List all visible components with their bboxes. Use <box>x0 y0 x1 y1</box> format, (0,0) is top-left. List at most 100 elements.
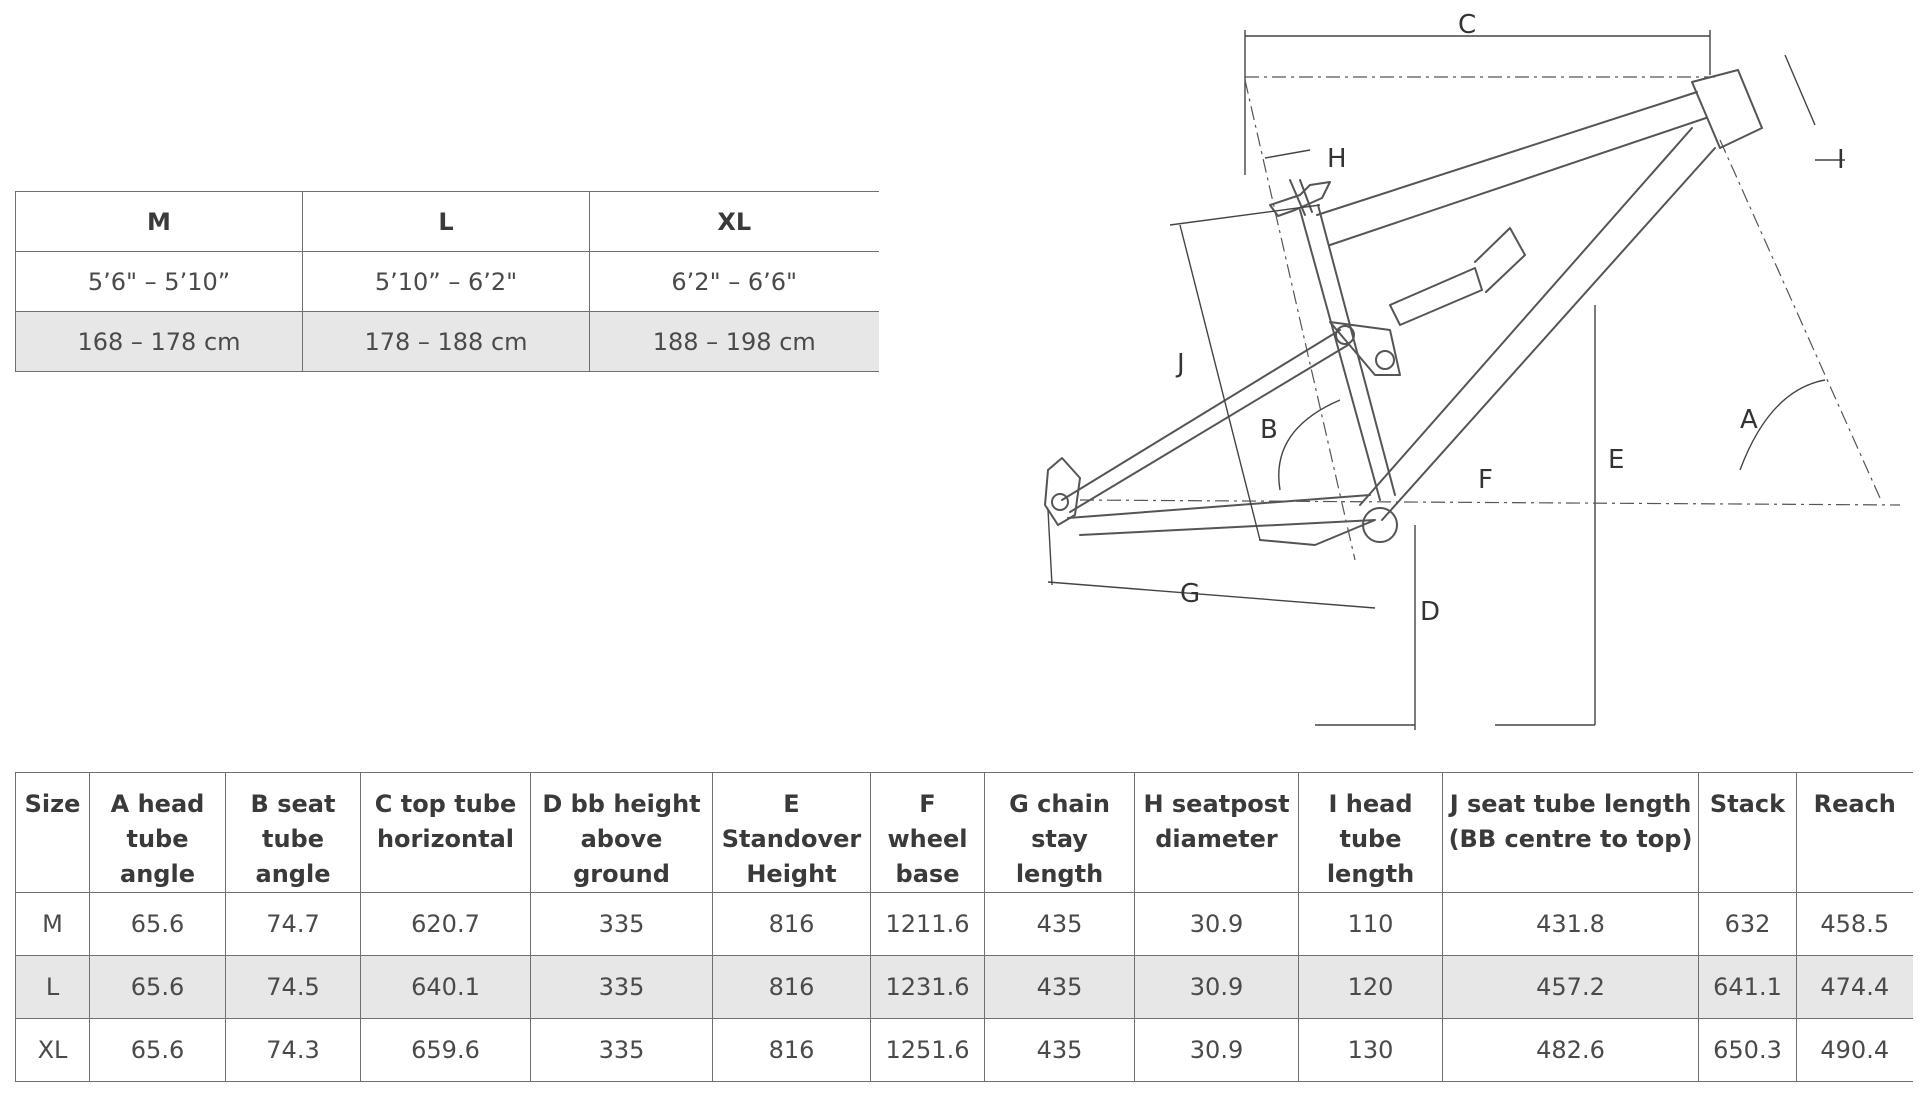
label-j: J <box>1175 349 1185 379</box>
header-line: F <box>919 790 936 818</box>
table-cell: 335 <box>530 1018 713 1082</box>
label-f: F <box>1478 465 1493 495</box>
table-cell: 74.5 <box>225 955 361 1019</box>
rocker-link <box>1329 321 1401 376</box>
table-cell: 458.5 <box>1796 892 1913 956</box>
size-header-xl: XL <box>589 191 879 252</box>
header-line: tube <box>1339 825 1402 853</box>
table-cell: 30.9 <box>1134 955 1299 1019</box>
header-line: Stack <box>1709 790 1786 818</box>
table-cell: 435 <box>984 955 1135 1019</box>
chain-stay <box>1067 494 1376 546</box>
size-cell: 178 – 188 cm <box>302 311 590 372</box>
frame-geometry-diagram: A B C D E F G H I J <box>1044 10 1901 730</box>
header-line: base <box>895 860 960 888</box>
table-cell: M <box>15 892 90 956</box>
table-cell: 335 <box>530 892 713 956</box>
size-header-row: M L XL <box>15 191 879 252</box>
bottom-bracket <box>1362 507 1398 543</box>
label-h: H <box>1327 144 1347 174</box>
header-line: H seatpost <box>1143 790 1290 818</box>
header-line: length <box>1015 860 1104 888</box>
head-tube <box>1691 69 1763 149</box>
table-cell: 435 <box>984 892 1135 956</box>
table-cell: 130 <box>1298 1018 1443 1082</box>
header-line: diameter <box>1155 825 1278 853</box>
size-cell: 5’10” – 6’2" <box>302 251 590 312</box>
table-cell: 30.9 <box>1134 892 1299 956</box>
table-cell: 650.3 <box>1698 1018 1797 1082</box>
seat-stay <box>1061 329 1349 513</box>
linkage-pivot <box>1335 325 1355 345</box>
table-cell: 490.4 <box>1796 1018 1913 1082</box>
table-cell: 482.6 <box>1442 1018 1699 1082</box>
header-line: D bb height <box>542 790 701 818</box>
label-e: E <box>1608 445 1624 475</box>
header-line: G chain <box>1009 790 1110 818</box>
linkage-pivot <box>1375 350 1395 370</box>
table-cell: XL <box>15 1018 90 1082</box>
table-cell: 1251.6 <box>870 1018 985 1082</box>
table-cell: 74.7 <box>225 892 361 956</box>
table-cell: 431.8 <box>1442 892 1699 956</box>
header-line: J seat tube length <box>1449 790 1692 818</box>
table-cell: 457.2 <box>1442 955 1699 1019</box>
saddle <box>1269 181 1331 217</box>
size-cell: 188 – 198 cm <box>589 311 879 372</box>
size-table: M L XL 5’6" – 5’10” 5’10” – 6’2" 6’2" – … <box>15 191 879 372</box>
geometry-column-header: A head tube angle <box>89 772 226 893</box>
size-header-m: M <box>15 191 303 252</box>
header-line: above <box>580 825 663 853</box>
size-header-l: L <box>302 191 590 252</box>
table-cell: 641.1 <box>1698 955 1797 1019</box>
table-cell: 30.9 <box>1134 1018 1299 1082</box>
table-cell: 816 <box>712 1018 871 1082</box>
table-cell: 65.6 <box>89 1018 226 1082</box>
size-height-imperial-row: 5’6" – 5’10” 5’10” – 6’2" 6’2" – 6’6" <box>15 251 879 312</box>
size-height-metric-row: 168 – 178 cm 178 – 188 cm 188 – 198 cm <box>15 311 879 372</box>
seat-tube <box>1299 204 1396 501</box>
size-cell: 5’6" – 5’10” <box>15 251 303 312</box>
geometry-column-header: Reach <box>1796 772 1913 893</box>
geometry-column-header: J seat tube length (BB centre to top) <box>1442 772 1699 893</box>
table-cell: 110 <box>1298 892 1443 956</box>
table-cell: 816 <box>712 892 871 956</box>
down-tube <box>1359 127 1716 521</box>
label-c: C <box>1458 10 1476 40</box>
table-cell: 640.1 <box>360 955 531 1019</box>
header-line: tube <box>126 825 189 853</box>
header-line: angle <box>120 860 195 888</box>
table-cell: 474.4 <box>1796 955 1913 1019</box>
header-line: wheel <box>887 825 968 853</box>
rear-shock <box>1389 227 1526 326</box>
header-line: I head <box>1328 790 1413 818</box>
geometry-column-header: Stack <box>1698 772 1797 893</box>
table-cell: 120 <box>1298 955 1443 1019</box>
label-g: G <box>1180 579 1200 609</box>
table-cell: 65.6 <box>89 892 226 956</box>
geometry-column-header: I head tube length <box>1298 772 1443 893</box>
label-d: D <box>1420 597 1440 627</box>
header-line: C top tube <box>374 790 517 818</box>
header-line: A head <box>110 790 205 818</box>
table-cell: 620.7 <box>360 892 531 956</box>
size-cell: 6’2" – 6’6" <box>589 251 879 312</box>
header-line: tube <box>261 825 324 853</box>
table-cell: 816 <box>712 955 871 1019</box>
header-line: (BB centre to top) <box>1448 825 1693 853</box>
header-line: Reach <box>1813 790 1896 818</box>
header-line: stay <box>1031 825 1088 853</box>
table-cell: L <box>15 955 90 1019</box>
table-cell: 659.6 <box>360 1018 531 1082</box>
header-line: E <box>783 790 800 818</box>
header-line: length <box>1326 860 1415 888</box>
